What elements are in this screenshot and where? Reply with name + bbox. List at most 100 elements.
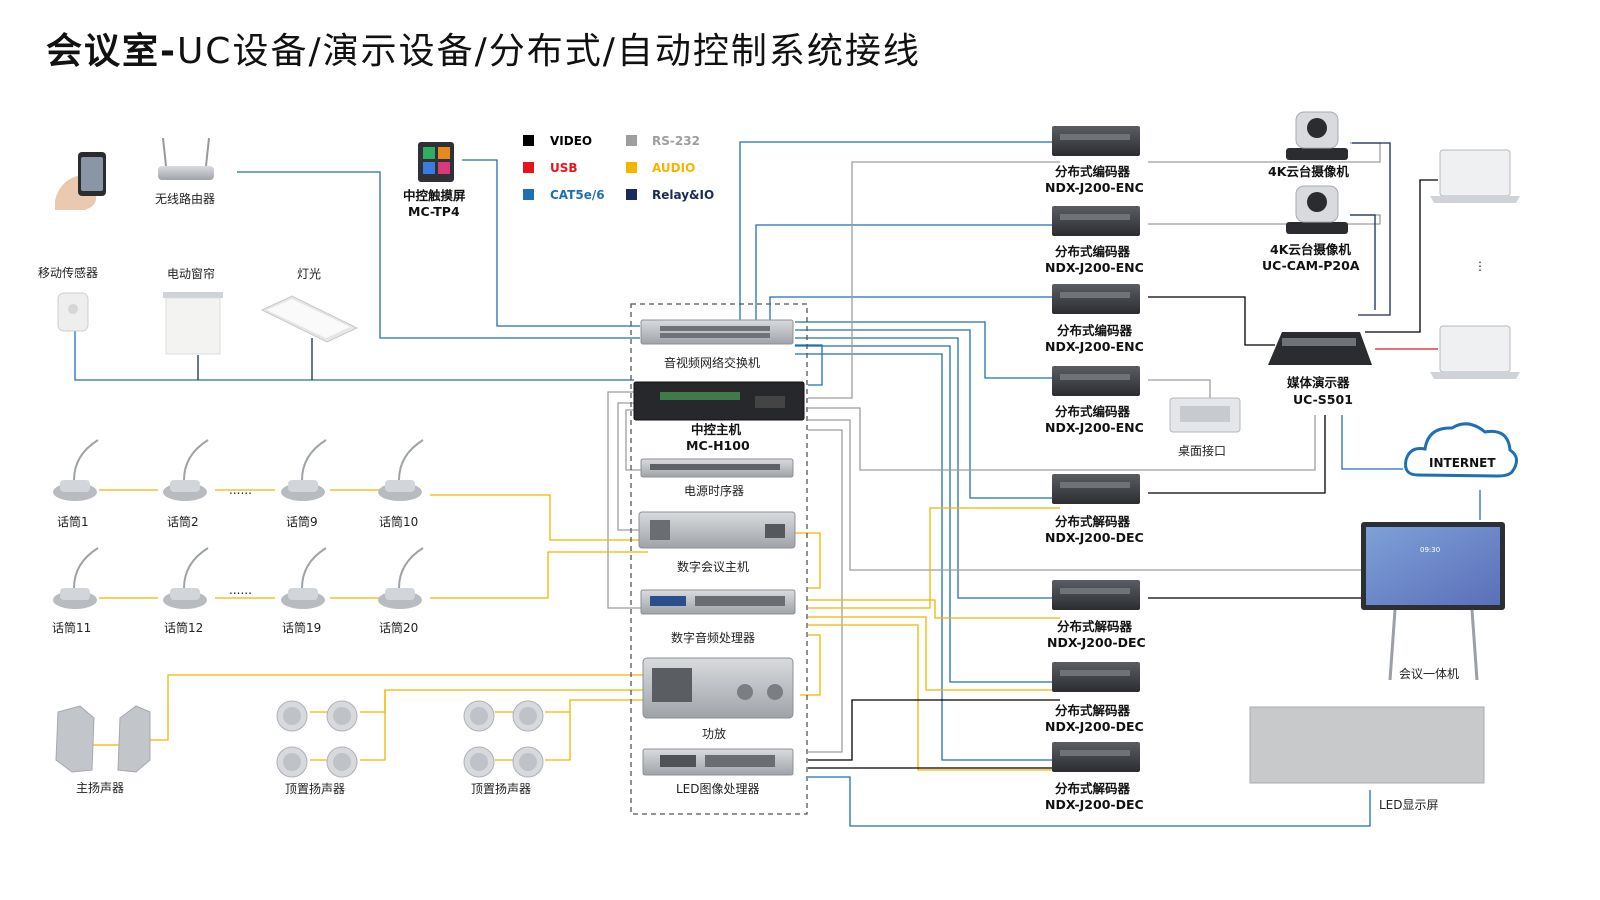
legend: VIDEO RS-232 USB AUDIO CAT5e/6 Relay&IO bbox=[523, 134, 714, 202]
media-presenter-name: 媒体演示器 bbox=[1287, 375, 1350, 390]
legend-label-usb: USB bbox=[550, 161, 578, 175]
media-presenter-icon bbox=[1268, 332, 1372, 365]
mic-icon bbox=[163, 439, 209, 501]
ceiling-speaker-icon bbox=[326, 746, 358, 778]
conference-host-label: 数字会议主机 bbox=[677, 559, 749, 574]
led-processor-label: LED图像处理器 bbox=[676, 782, 760, 796]
control-host-name: 中控主机 bbox=[691, 422, 742, 437]
encoder-icon-2 bbox=[1052, 206, 1140, 236]
legend-swatch-audio bbox=[626, 162, 637, 173]
ceiling-speaker-icon bbox=[463, 700, 495, 732]
ceiling-speakers-2 bbox=[463, 700, 544, 778]
decoder-icon-3 bbox=[1052, 662, 1140, 692]
encoder-name-4: 分布式编码器 bbox=[1055, 404, 1131, 419]
camera1-label: 4K云台摄像机 bbox=[1268, 164, 1349, 179]
legend-label-video: VIDEO bbox=[550, 134, 592, 148]
decoder-icon-1 bbox=[1052, 474, 1140, 504]
legend-swatch-rs232 bbox=[626, 135, 637, 146]
decoder-model-3: NDX-J200-DEC bbox=[1045, 719, 1144, 734]
amp-label: 功放 bbox=[702, 726, 726, 741]
decoder-name-2: 分布式解码器 bbox=[1057, 619, 1133, 634]
mic-ellipsis-row2: ...... bbox=[229, 583, 252, 597]
ceiling-speaker-icon bbox=[512, 700, 544, 732]
mic-label-2: 话筒2 bbox=[167, 514, 199, 529]
mic-icon bbox=[53, 547, 99, 609]
mic-label-10: 话筒10 bbox=[379, 514, 418, 529]
ceiling-speakers-1 bbox=[276, 700, 358, 778]
encoder-icon-3 bbox=[1052, 284, 1140, 314]
decoder-model-4: NDX-J200-DEC bbox=[1045, 797, 1144, 812]
legend-label-rs232: RS-232 bbox=[652, 134, 700, 148]
internet-cloud-icon bbox=[1404, 422, 1518, 478]
conference-display-icon bbox=[1361, 522, 1505, 681]
legend-swatch-usb bbox=[523, 162, 534, 173]
ceiling-speaker-icon bbox=[326, 700, 358, 732]
encoder-icon-1 bbox=[1052, 126, 1140, 156]
encoder-icon-4 bbox=[1052, 366, 1140, 396]
ceiling-speaker-icon bbox=[512, 746, 544, 778]
touch-panel-icon bbox=[418, 142, 454, 182]
encoder-name-2: 分布式编码器 bbox=[1055, 244, 1131, 259]
mic-label-1: 话筒1 bbox=[57, 514, 89, 529]
motion-sensor-icon bbox=[57, 292, 89, 332]
media-presenter-model: UC-S501 bbox=[1293, 392, 1353, 407]
power-sequencer-icon bbox=[640, 458, 794, 478]
led-screen-icon bbox=[1249, 706, 1485, 784]
mic-label-19: 话筒19 bbox=[282, 620, 321, 635]
laptop-vdots: ⋮ bbox=[1474, 259, 1486, 273]
laptop-icon-1 bbox=[1430, 149, 1520, 203]
decoder-icon-2 bbox=[1052, 580, 1140, 610]
camera2-model: UC-CAM-P20A bbox=[1262, 258, 1360, 273]
light-label: 灯光 bbox=[297, 267, 321, 281]
mic-label-11: 话筒11 bbox=[52, 620, 91, 635]
legend-label-cat: CAT5e/6 bbox=[550, 188, 605, 202]
main-speaker-icon bbox=[55, 705, 151, 773]
encoder-model-4: NDX-J200-ENC bbox=[1045, 420, 1144, 435]
main-speaker-label: 主扬声器 bbox=[76, 780, 124, 795]
phone-in-hand bbox=[55, 152, 106, 210]
title-light: UC设备/演示设备/分布式/自动控制系统接线 bbox=[176, 31, 921, 72]
decoder-model-2: NDX-J200-DEC bbox=[1047, 635, 1146, 650]
led-screen-label: LED显示屏 bbox=[1379, 798, 1439, 812]
curtain-icon bbox=[163, 292, 223, 355]
mic-icon bbox=[163, 547, 209, 609]
audio-processor-label: 数字音频处理器 bbox=[671, 630, 755, 645]
control-host-icon bbox=[633, 381, 805, 421]
desk-interface-label: 桌面接口 bbox=[1178, 443, 1226, 458]
led-processor-icon bbox=[642, 748, 794, 776]
ptz-camera-icon-2 bbox=[1286, 185, 1348, 234]
switch-label: 音视频网络交换机 bbox=[664, 355, 760, 370]
microphones-row2 bbox=[53, 547, 424, 609]
audio-processor-icon bbox=[640, 589, 796, 615]
page-title: 会议室-UC设备/演示设备/分布式/自动控制系统接线 bbox=[46, 22, 921, 74]
ceiling-speaker-label-1: 顶置扬声器 bbox=[285, 781, 345, 796]
mic-icon bbox=[281, 547, 327, 609]
conference-host-icon bbox=[638, 511, 796, 549]
desk-interface-icon bbox=[1169, 397, 1241, 433]
decoder-name-4: 分布式解码器 bbox=[1055, 781, 1131, 796]
encoder-name-1: 分布式编码器 bbox=[1055, 164, 1131, 179]
sequencer-label: 电源时序器 bbox=[684, 483, 744, 498]
title-bold: 会议室- bbox=[46, 31, 177, 72]
mic-label-9: 话筒9 bbox=[286, 514, 318, 529]
control-host-model: MC-H100 bbox=[686, 438, 750, 453]
ceiling-speaker-icon bbox=[276, 746, 308, 778]
decoder-name-1: 分布式解码器 bbox=[1055, 514, 1131, 529]
equipment-rack bbox=[630, 303, 808, 815]
power-amplifier-icon bbox=[642, 657, 794, 719]
mic-icon bbox=[281, 439, 327, 501]
motion-sensor-label: 移动传感器 bbox=[38, 265, 98, 280]
mic-icon bbox=[378, 439, 424, 501]
legend-label-audio: AUDIO bbox=[652, 161, 695, 175]
laptop-icon-2 bbox=[1430, 325, 1520, 379]
touch-panel-name: 中控触摸屏 bbox=[403, 188, 466, 203]
decoder-name-3: 分布式解码器 bbox=[1055, 703, 1131, 718]
legend-label-relay: Relay&IO bbox=[652, 188, 714, 202]
ceiling-speaker-label-2: 顶置扬声器 bbox=[471, 781, 531, 796]
mic-icon bbox=[53, 439, 99, 501]
mic-label-12: 话筒12 bbox=[164, 620, 203, 635]
encoder-model-2: NDX-J200-ENC bbox=[1045, 260, 1144, 275]
av-network-switch-icon bbox=[640, 319, 794, 345]
conference-display-label: 会议一体机 bbox=[1399, 667, 1459, 681]
wireless-router-icon bbox=[158, 137, 214, 180]
